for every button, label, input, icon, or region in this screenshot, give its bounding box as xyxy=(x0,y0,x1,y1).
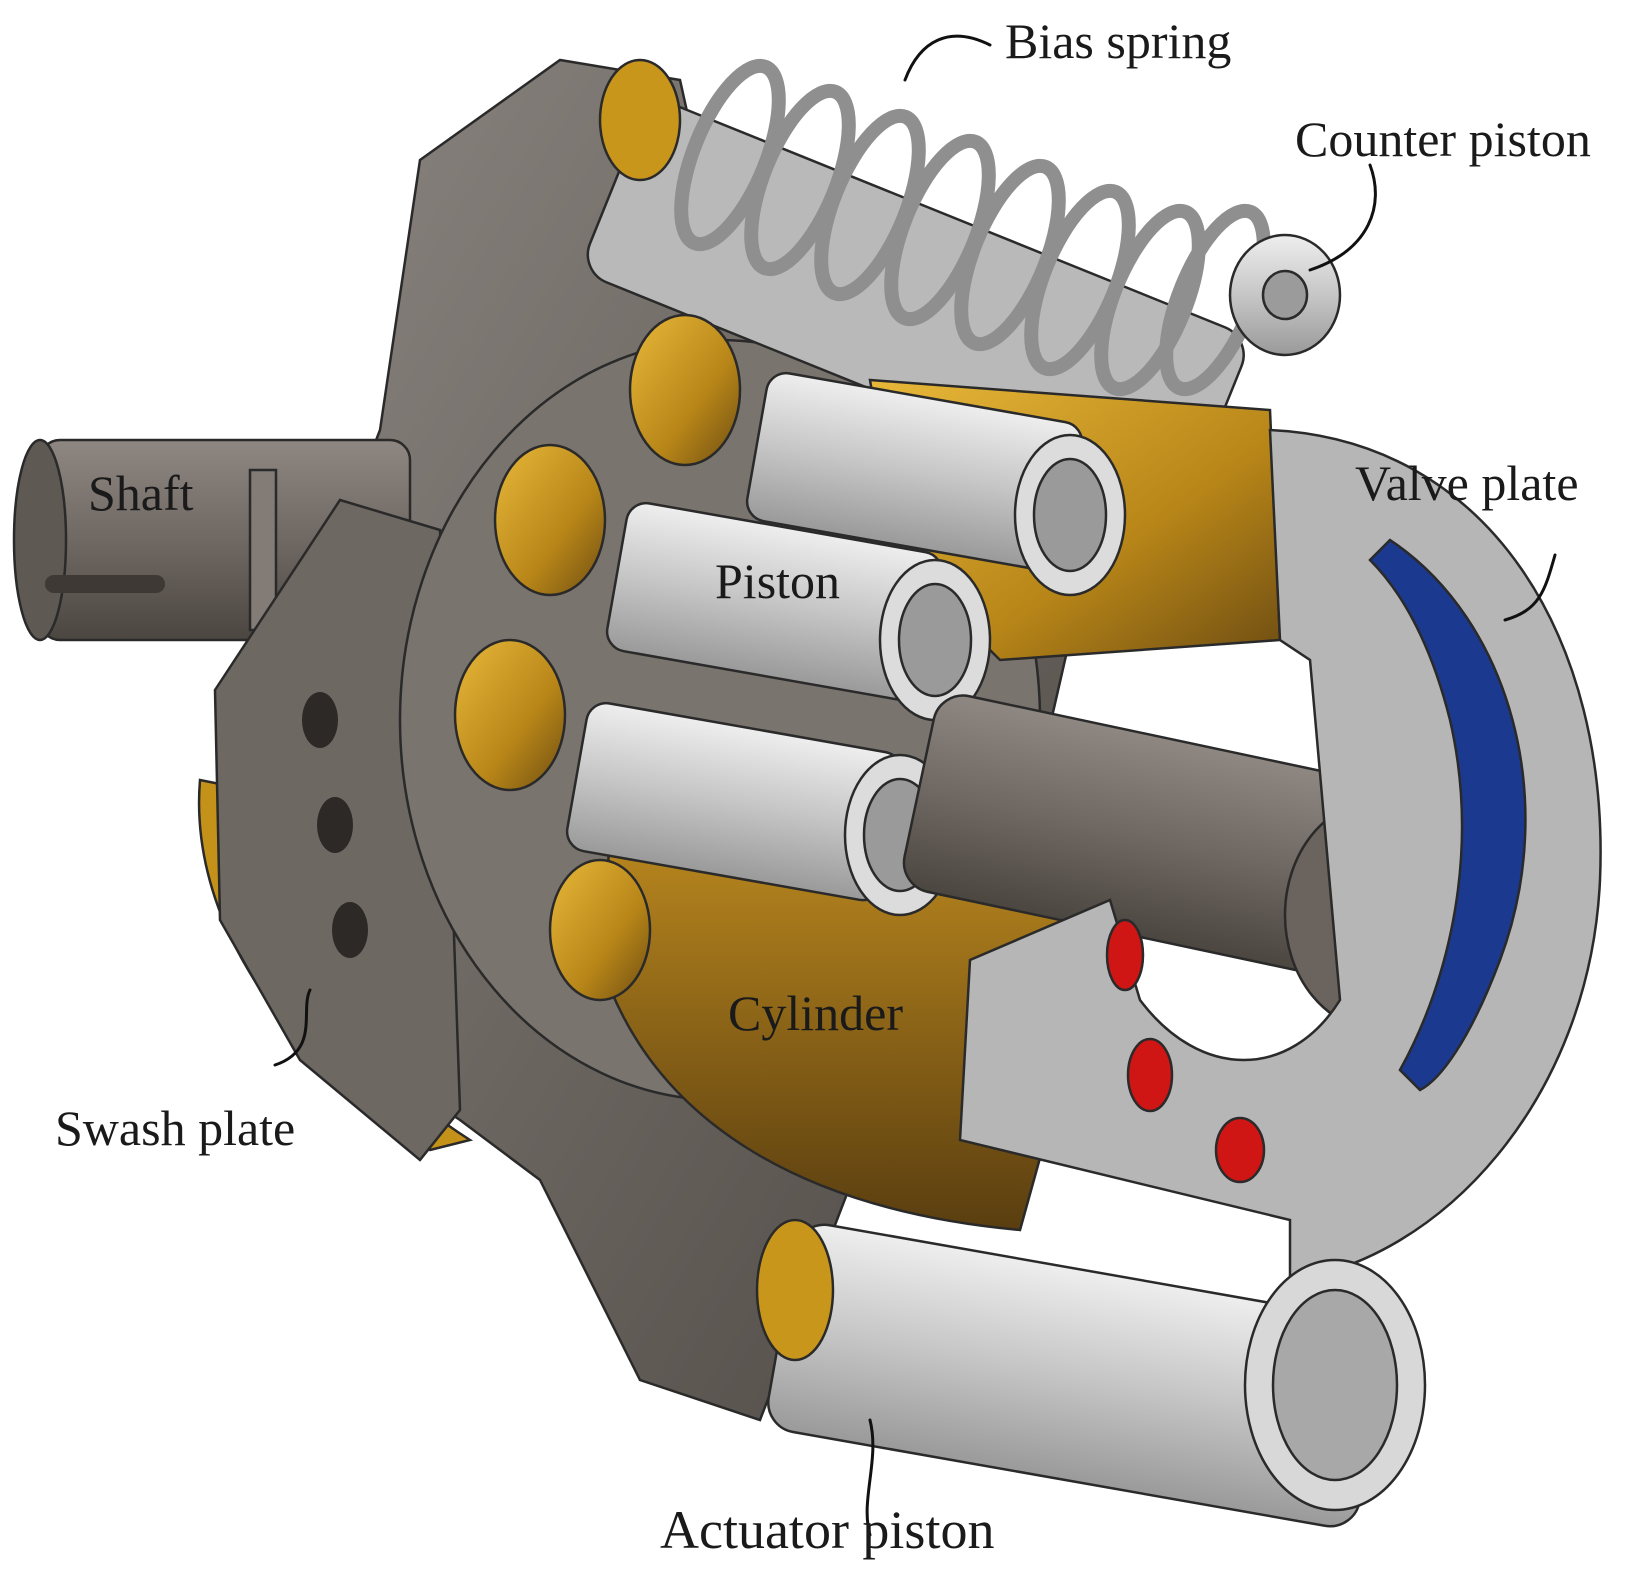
label-valve-plate: Valve plate xyxy=(1355,455,1579,511)
piston-shoes xyxy=(453,313,742,1002)
valve-plate-kidney-groove xyxy=(1368,538,1527,1092)
label-shaft: Shaft xyxy=(88,465,194,521)
label-cylinder: Cylinder xyxy=(728,985,903,1041)
leader-swash-plate xyxy=(273,988,312,1067)
valve-plate-part xyxy=(958,428,1602,1282)
leader-actuator-piston xyxy=(865,1418,875,1537)
swash-plate-part xyxy=(197,498,474,1162)
leader-valve-plate xyxy=(1503,553,1557,622)
piston-1 xyxy=(745,371,1127,597)
label-actuator-piston: Actuator piston xyxy=(660,1500,994,1560)
label-piston: Piston xyxy=(715,553,840,609)
leader-bias-spring xyxy=(903,34,992,82)
pistons xyxy=(565,371,1127,917)
leader-counter-piston xyxy=(1308,163,1377,272)
label-swash-plate: Swash plate xyxy=(55,1100,295,1156)
label-counter-piston: Counter piston xyxy=(1295,111,1591,167)
label-bias-spring: Bias spring xyxy=(1005,13,1231,69)
actuator-piston-part xyxy=(755,1218,1427,1528)
piston-2 xyxy=(605,501,992,722)
